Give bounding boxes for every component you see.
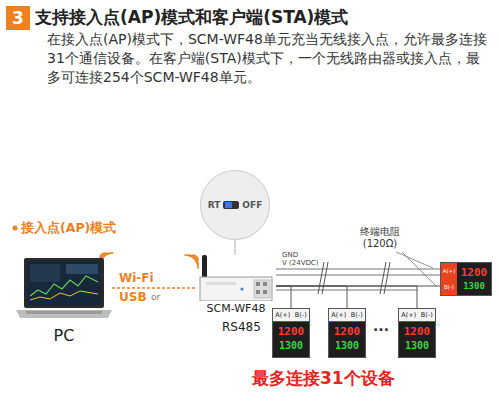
leader-line: [402, 252, 436, 286]
temperature-controller: A(+) B(-) 12001300: [328, 308, 366, 358]
leader-line: [396, 252, 433, 268]
resistor-label: 终端电阻 (120Ω): [352, 226, 408, 250]
label-bullet: [13, 226, 18, 231]
connector-line: [235, 240, 236, 255]
terminal-name: A(+): [275, 311, 290, 319]
wifi-module-illustration-part-part: [206, 282, 236, 285]
wifi-module-illustration: [196, 255, 276, 301]
break-line: [384, 262, 390, 294]
process-value: 1200: [399, 324, 435, 339]
connector-line: [276, 286, 291, 308]
wifi-arc: [189, 255, 198, 264]
process-value: 1200: [273, 324, 309, 339]
set-value: 1300: [463, 280, 485, 292]
v24-wire: [276, 275, 440, 276]
device-name: PC: [16, 326, 112, 345]
signal-name: GND: [282, 251, 298, 259]
laptop-illustration-part-part: [26, 311, 102, 314]
wifi-module-illustration-part-part: [256, 290, 260, 294]
laptop-illustration: [16, 256, 112, 322]
break-mark: [318, 262, 390, 294]
laptop-illustration-part-part: [30, 276, 98, 296]
display-panel: 12001300: [457, 263, 491, 295]
terminal-name: A(+): [331, 311, 346, 319]
wifi-module-illustration-part-part: [200, 277, 272, 301]
wifi-symbol: [185, 255, 198, 268]
process-value: 1200: [329, 324, 365, 339]
wifi-arc: [185, 255, 198, 268]
terminal-name: B(-): [351, 311, 363, 319]
max-devices-note: 最多连接31个设备: [252, 367, 395, 390]
badge-number: 3: [6, 6, 30, 30]
usb-label: USB: [119, 290, 147, 304]
set-value: 1300: [273, 339, 309, 353]
terminal-strip: A(+) B(-): [441, 263, 457, 295]
terminal-strip: A(+) B(-): [329, 309, 365, 322]
laptop-illustration-part: [16, 256, 112, 322]
connector-line: [276, 286, 347, 308]
temperature-controller: A(+) B(-) 12001300: [272, 308, 310, 358]
break-line: [322, 262, 328, 294]
slide-switch: [223, 201, 239, 209]
break-line: [318, 262, 324, 294]
switch-label: OFF: [242, 200, 262, 210]
wifi-module: SCM-WF48: [196, 255, 276, 317]
pc-laptop: PC: [16, 256, 112, 350]
gnd-wire: [276, 269, 440, 270]
connector-line: [112, 287, 196, 289]
switch-knob: [225, 202, 232, 208]
zoom-callout-circle: RT OFF: [200, 170, 270, 240]
terminal-name: B(-): [295, 311, 307, 319]
wifi-module-illustration-part-part: [263, 282, 267, 286]
terminal-strip: A(+) B(-): [399, 309, 435, 322]
laptop-illustration-part-part: [30, 264, 60, 282]
terminal-name: A(+): [401, 311, 416, 319]
wifi-arc: [193, 255, 198, 260]
bus-b-wire: [276, 290, 417, 291]
temperature-controller: A(+)B(-)12001300: [440, 262, 492, 296]
laptop-illustration-part-part: [16, 310, 112, 318]
wifi-arc: [100, 253, 105, 258]
terminal-name: B(-): [444, 284, 454, 291]
bus-label: RS485: [222, 320, 261, 334]
resistor-leader: [396, 252, 436, 286]
terminal-name: A(+): [443, 268, 456, 275]
set-value: 1300: [399, 339, 435, 353]
laptop-illustration-part-part: [24, 258, 104, 308]
mode-label: 接入点(AP)模式: [21, 220, 116, 237]
wifi-module-illustration-part-part: [254, 280, 270, 298]
power-wire: [276, 269, 440, 290]
temperature-controller: A(+) B(-) 12001300: [398, 308, 436, 358]
laptop-illustration-part-part: [27, 261, 101, 305]
section-badge: 3: [6, 6, 30, 30]
switch-label: RT: [208, 200, 221, 210]
connector-line: [276, 286, 440, 287]
title-text: 支持接入点(AP)模式和客户端(STA)模式: [35, 6, 348, 29]
set-value: 1300: [329, 339, 365, 353]
laptop-illustration-part-part: [66, 264, 98, 274]
description-text: 在接入点(AP)模式下，SCM-WF48单元充当无线接入点，允许最多连接31个通…: [47, 30, 492, 87]
or-label: or: [151, 292, 160, 302]
signal-name: V (24VDC): [282, 259, 318, 267]
break-line: [380, 262, 386, 294]
laptop-illustration-part-part: [30, 291, 98, 300]
terminal-name: B(-): [421, 311, 433, 319]
connector-line: [276, 286, 417, 308]
device-name: SCM-WF48: [186, 302, 286, 315]
wifi-module-illustration-part-part: [256, 282, 260, 286]
ellipsis-mark: ...: [373, 318, 389, 334]
wifi-module-illustration-part-part: [241, 288, 244, 291]
wifi-module-illustration-part: [196, 255, 276, 301]
wifi-label: Wi-Fi: [119, 271, 154, 285]
terminal-strip: A(+) B(-): [273, 309, 309, 322]
wifi-module-illustration-part-part: [263, 290, 267, 294]
process-value: 1200: [461, 266, 488, 280]
